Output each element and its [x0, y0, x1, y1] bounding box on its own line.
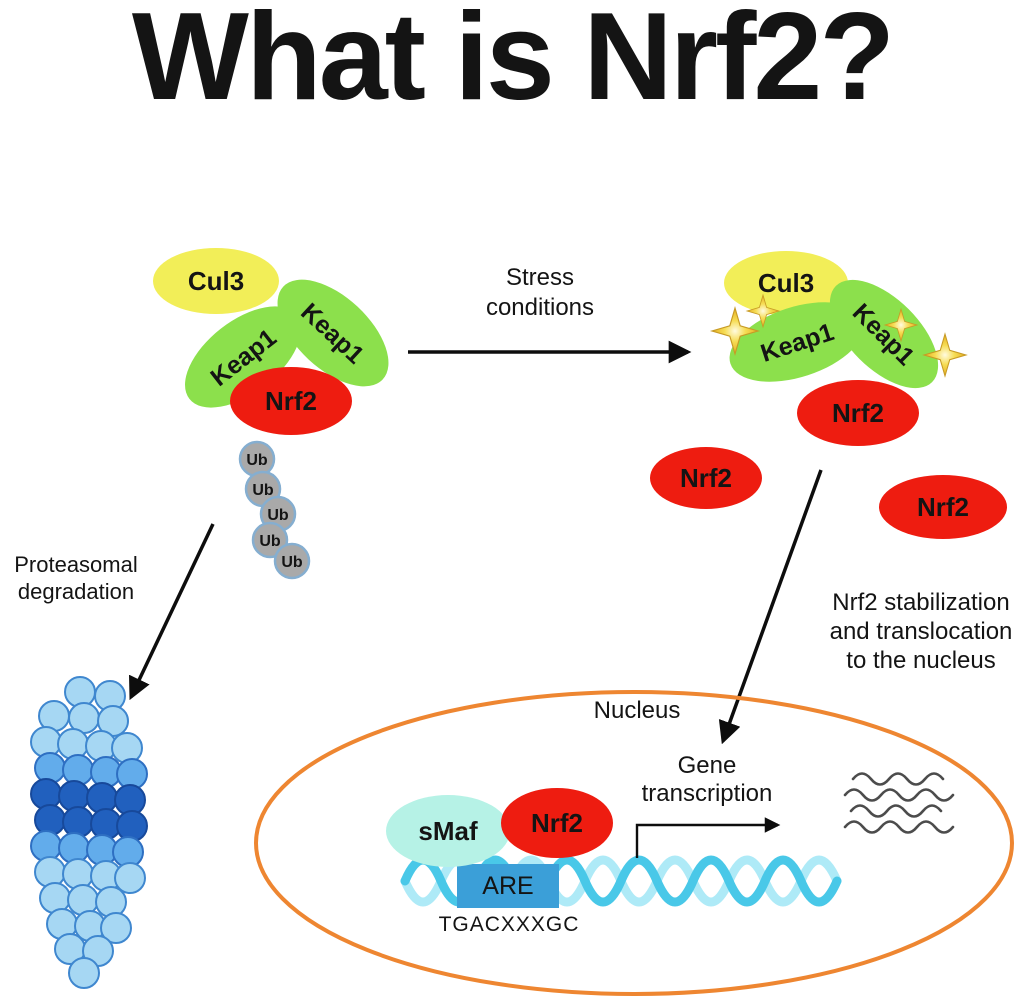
keap1-ellipse-right — [829, 279, 939, 389]
ubiquitin-label: Ub — [252, 482, 274, 499]
nrf2-ellipse-free — [879, 475, 1007, 539]
figure-title: What is Nrf2? — [131, 0, 895, 126]
proteasome-subunit — [95, 886, 127, 918]
transcription-start-arrow — [635, 817, 781, 858]
stabilization-label-line1: Nrf2 stabilization — [832, 589, 1009, 616]
rna-squiggle — [849, 804, 943, 818]
stress-label-line2: conditions — [486, 294, 594, 321]
sparkle-icon — [745, 293, 781, 329]
cul3-label: Cul3 — [758, 268, 814, 298]
are-sequence-label: TGACXXXGC — [439, 913, 580, 936]
smaf-label: sMaf — [418, 816, 478, 846]
cul3-ellipse — [153, 248, 279, 314]
proteasome-subunit — [58, 832, 90, 864]
nrf2-ellipse-nucleus — [501, 788, 613, 858]
ubiquitin-label: Ub — [246, 452, 268, 469]
are-label: ARE — [482, 872, 533, 900]
ubiquitin-label: Ub — [259, 533, 281, 550]
sparkle-icon — [709, 305, 761, 357]
proteasome-subunit — [58, 780, 90, 812]
rna-transcripts — [843, 772, 955, 834]
keap1-ellipse-right — [277, 279, 389, 387]
nrf2-label-nucleus: Nrf2 — [531, 808, 583, 838]
nrf2-ellipse — [230, 367, 352, 435]
nrf2-label-free: Nrf2 — [917, 492, 969, 522]
stress-conditions: Stress conditions — [408, 264, 692, 364]
nrf2-ellipse-bound — [797, 380, 919, 446]
rna-squiggle — [843, 788, 955, 802]
proteasome-subunit — [34, 752, 66, 784]
proteasomal-degradation: Proteasomal degradation — [14, 523, 215, 989]
sparkle-icon — [883, 307, 919, 343]
smaf-ellipse — [386, 795, 510, 867]
ubiquitin-circle — [273, 542, 311, 580]
proteasome — [30, 676, 148, 989]
sparkle-icon — [922, 332, 968, 378]
ubiquitin-label: Ub — [281, 554, 303, 571]
ubiquitin-circle — [251, 521, 289, 559]
proteasome-subunit — [34, 856, 66, 888]
cul3-label: Cul3 — [188, 266, 244, 296]
proteasome-subunit — [100, 912, 132, 944]
proteasomal-label-line2: degradation — [18, 579, 134, 604]
keap1-ellipse-left — [185, 306, 301, 408]
proteasome-subunit — [64, 676, 96, 708]
gene-transcription-label-line2: transcription — [642, 780, 773, 807]
stressed-complex: Cul3 Keap1 Keap1 Nrf2 Nrf2 Nrf2 — [650, 251, 1007, 539]
ubiquitin-label: Ub — [267, 507, 289, 524]
ubiquitin-chain: Ub Ub Ub Ub Ub — [238, 440, 311, 580]
translocation-arrow — [718, 469, 823, 745]
nrf2-label-free: Nrf2 — [680, 463, 732, 493]
proteasome-subunit — [34, 804, 66, 836]
nrf2-label-bound: Nrf2 — [832, 398, 884, 428]
proteasome-subunit — [30, 726, 62, 758]
rna-squiggle — [843, 820, 955, 834]
proteasome-subunit — [30, 778, 62, 810]
proteasome-subunit — [111, 732, 143, 764]
stabilization-label-line2: and translocation — [830, 618, 1013, 645]
nucleus-label: Nucleus — [594, 697, 681, 724]
nucleus-outline — [254, 690, 1014, 996]
basal-complex: Cul3 Keap1 Keap1 Nrf2 Ub Ub Ub Ub Ub — [153, 248, 389, 580]
proteasome-subunit — [62, 806, 94, 838]
stress-label-line1: Stress — [506, 264, 574, 291]
proteasome-subunit — [62, 858, 94, 890]
nucleus: Nucleus ARE TGACXXXGC sMaf Nrf2 Gene tra… — [254, 690, 1014, 996]
stabilization-label-line3: to the nucleus — [846, 647, 995, 674]
stabilization-translocation: Nrf2 stabilization and translocation to … — [718, 469, 1013, 745]
proteasome-subunit — [57, 728, 89, 760]
nrf2-ellipse-free — [650, 447, 762, 509]
proteasome-subunit — [62, 754, 94, 786]
proteasome-subunit — [114, 862, 146, 894]
nrf2-label: Nrf2 — [265, 386, 317, 416]
proteasome-subunit — [86, 782, 118, 814]
are-box — [457, 864, 559, 908]
proteasomal-label-line1: Proteasomal — [14, 552, 138, 577]
rna-squiggle — [851, 772, 945, 786]
proteasome-subunit — [68, 957, 100, 989]
degradation-arrow — [129, 523, 215, 701]
proteasome-subunit — [116, 810, 148, 842]
cul3-ellipse — [724, 251, 848, 315]
gene-transcription-label-line1: Gene — [678, 752, 737, 779]
proteasome-subunit — [30, 830, 62, 862]
